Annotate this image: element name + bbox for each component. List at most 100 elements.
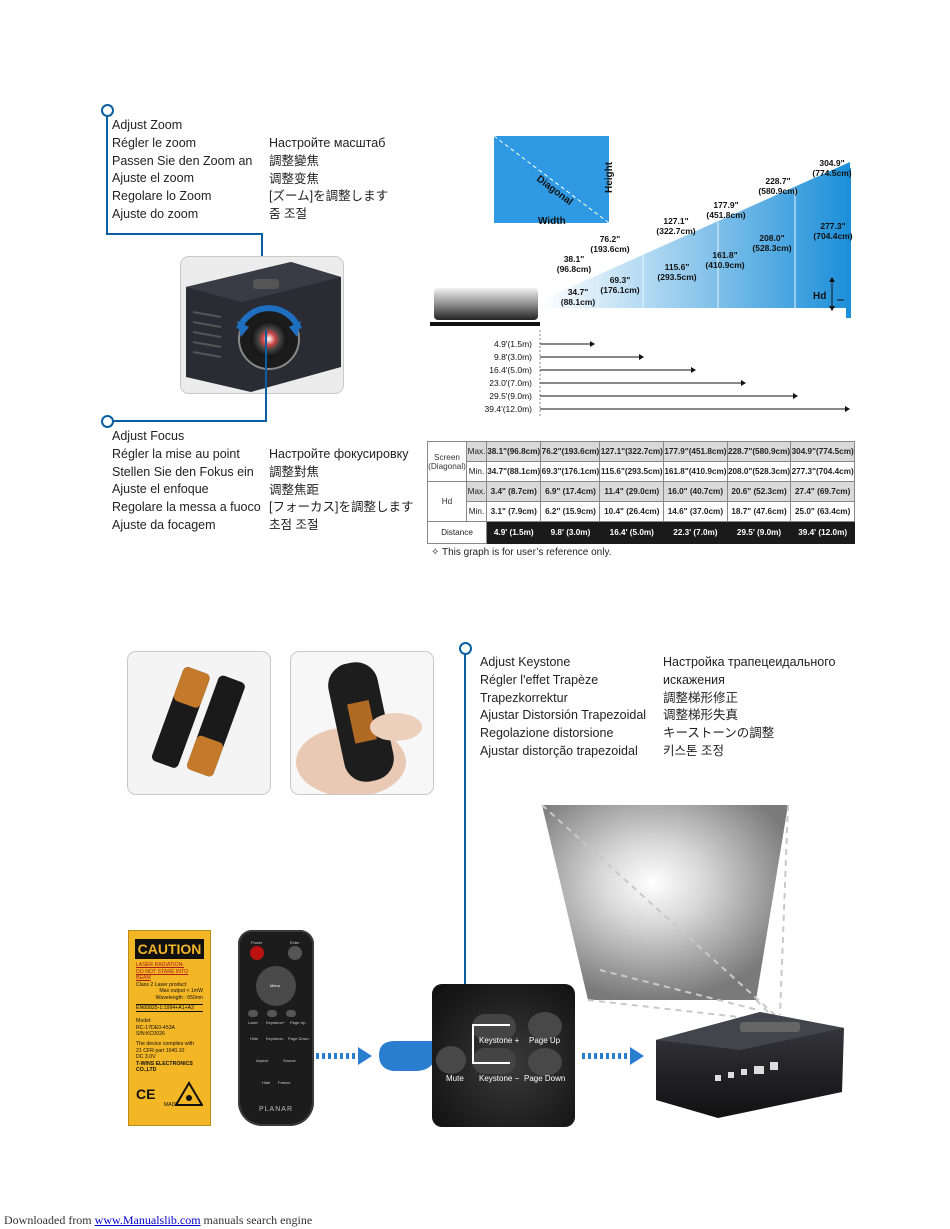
projector-side-icon bbox=[434, 288, 538, 320]
table-cell: 3.4" (8.7cm) bbox=[485, 481, 542, 502]
hide-label-2: Hide bbox=[262, 1080, 271, 1085]
text-line: Настройка трапецеидального bbox=[663, 655, 836, 669]
caution-line: RC-17DE0-453A bbox=[136, 1024, 175, 1031]
enter-button-label: Enter bbox=[290, 940, 300, 945]
diagonal-value-label: 76.2" bbox=[600, 234, 621, 244]
height-value-label: 208.0" bbox=[759, 233, 784, 243]
diagonal-value-label: 177.9" bbox=[713, 200, 738, 210]
table-cell: 20.6" (52.3cm) bbox=[726, 481, 792, 502]
height-value-label: (704.4cm) bbox=[813, 231, 852, 241]
text-line: 키스톤 조정 bbox=[663, 743, 724, 758]
distance-label: 9.8'(3.0m) bbox=[494, 352, 532, 362]
zoom-callout-line bbox=[106, 233, 263, 235]
table-cell: 6.9" (17.4cm) bbox=[540, 481, 601, 502]
distance-header: Distance bbox=[427, 521, 487, 544]
text-line: Ajuste da focagem bbox=[112, 517, 216, 532]
distance-arrowhead bbox=[845, 406, 850, 412]
caution-line: DO NOT STARE INTO BEAM bbox=[136, 968, 189, 982]
text-line: 초점 조절 bbox=[269, 518, 319, 533]
text-line: 調整變焦 bbox=[269, 153, 320, 168]
caution-line: T-WINS ELECTRONICS CO.,LTD bbox=[136, 1060, 193, 1074]
distance-arrowhead bbox=[590, 341, 595, 347]
table-cell: 25.0" (63.4cm) bbox=[790, 501, 855, 522]
keystone-projection-illustration bbox=[541, 804, 844, 1118]
height-value-label: (176.1cm) bbox=[600, 285, 639, 295]
zoom-text-left: Adjust Zoom Régler le zoom Passen Sie de… bbox=[112, 117, 252, 224]
footer-prefix: Downloaded from bbox=[4, 1213, 95, 1227]
table-cell: 22.3' (7.0m) bbox=[663, 521, 728, 544]
text-line: 调整焦距 bbox=[269, 482, 320, 497]
text-line: Régler l'effet Trapèze bbox=[480, 672, 599, 687]
text-line: Adjust Keystone bbox=[480, 655, 571, 669]
caution-line: DC 3.0V bbox=[136, 1054, 156, 1061]
page-down-key bbox=[528, 1048, 562, 1076]
page-up-label: Page Up bbox=[290, 1020, 306, 1025]
text-line: Trapezkorrektur bbox=[480, 690, 568, 705]
min-label: Min. bbox=[466, 501, 487, 522]
keystone-plus-label: Keystone + bbox=[479, 1036, 520, 1045]
zoom-callout-line bbox=[106, 115, 108, 234]
text-line: 调整变焦 bbox=[269, 171, 320, 186]
table-cell: 14.6" (37.0cm) bbox=[663, 501, 728, 522]
dpad bbox=[256, 966, 296, 1006]
screen-label: Screen bbox=[434, 452, 460, 462]
text-line: Ajuste el zoom bbox=[112, 171, 194, 186]
mute-label: Mute bbox=[446, 1074, 464, 1083]
keystone-plus-key bbox=[472, 1014, 516, 1040]
table-cell: 39.4' (12.0m) bbox=[790, 521, 855, 544]
laser-warning-icon bbox=[175, 1081, 203, 1106]
diagonal-value-label: 127.1" bbox=[663, 216, 688, 226]
caution-line: 21 CFR part 1040.10 bbox=[136, 1047, 185, 1054]
hide-label: Hide bbox=[250, 1036, 259, 1041]
caution-line: EN60825-1:1994+A1+A2 bbox=[136, 1003, 203, 1013]
focus-callout-line bbox=[265, 330, 267, 421]
diagram-labels: 38.1"(96.8cm)76.2"(193.6cm)127.1"(322.7c… bbox=[557, 158, 853, 307]
footer: Downloaded from www.Manualslib.com manua… bbox=[4, 1213, 312, 1228]
diagonal-value-label: (580.9cm) bbox=[758, 186, 797, 196]
text-line: Adjust Focus bbox=[112, 429, 185, 443]
footer-suffix: manuals search engine bbox=[200, 1213, 313, 1227]
distance-arrowhead bbox=[793, 393, 798, 399]
max-label: Max. bbox=[466, 441, 487, 462]
screen-header: Screen(Diagonal) bbox=[427, 441, 467, 482]
caution-line: S/N:KC0026 bbox=[136, 1031, 165, 1038]
focus-text-right: Настройте фокусировку 調整對焦 调整焦距 [フォーカス]を… bbox=[269, 446, 413, 535]
height-value-label: (410.9cm) bbox=[705, 260, 744, 270]
text-line: 調整對焦 bbox=[269, 464, 320, 479]
text-line: [ズーム]を調整します bbox=[269, 189, 389, 204]
battery-insertion-photo bbox=[290, 651, 434, 795]
hand-remote-illustration bbox=[296, 662, 422, 794]
keystone-minus-label: Keystone − bbox=[479, 1074, 520, 1083]
keypad-closeup: Keystone + Keystone − Page Up Page Down … bbox=[432, 984, 575, 1127]
distance-arrows: 4.9'(1.5m)9.8'(3.0m)16.4'(5.0m)23.0'(7.0… bbox=[485, 339, 850, 414]
diagonal-value-label: 38.1" bbox=[564, 254, 585, 264]
menu-button-label: Menu bbox=[270, 983, 281, 988]
text-line: Ajuste do zoom bbox=[112, 206, 199, 221]
text-line: Passen Sie den Zoom an bbox=[112, 153, 253, 168]
height-value-label: 115.6" bbox=[665, 262, 690, 272]
height-value-label: (528.3cm) bbox=[752, 243, 791, 253]
text-line: Настройте фокусировку bbox=[269, 447, 409, 461]
height-label: Height bbox=[604, 161, 615, 193]
manualslib-link[interactable]: www.Manualslib.com bbox=[94, 1213, 201, 1227]
flow-arrow-1 bbox=[316, 1047, 372, 1065]
distance-arrowhead bbox=[691, 367, 696, 373]
projector-lens-photo bbox=[180, 256, 344, 394]
ce-mark: CE bbox=[136, 1085, 156, 1102]
distance-label: 23.0'(7.0m) bbox=[489, 378, 532, 388]
source-label: Source bbox=[283, 1058, 296, 1063]
hd-header: Hd bbox=[427, 481, 467, 522]
page-up-key bbox=[528, 1012, 562, 1040]
text-line: Regolazione distorsione bbox=[480, 726, 614, 741]
diagonal-value-label: (322.7cm) bbox=[656, 226, 695, 236]
projection-distance-diagram: Diagonal Height Width Hd 38.1"(96.8cm)76… bbox=[430, 135, 853, 418]
caution-line: LASER RADIATION- bbox=[136, 962, 185, 968]
projection-beam bbox=[542, 162, 850, 308]
table-cell: 161.8"(410.9cm) bbox=[663, 461, 728, 482]
text-line: 調整梯形修正 bbox=[663, 690, 739, 705]
distance-label: 4.9'(1.5m) bbox=[494, 339, 532, 349]
page-down-label: Page Down bbox=[288, 1036, 309, 1041]
table-cell: 38.1"(96.8cm) bbox=[485, 441, 542, 462]
diagonal-value-label: (193.6cm) bbox=[590, 244, 629, 254]
table-cell: 29.5' (9.0m) bbox=[726, 521, 792, 544]
